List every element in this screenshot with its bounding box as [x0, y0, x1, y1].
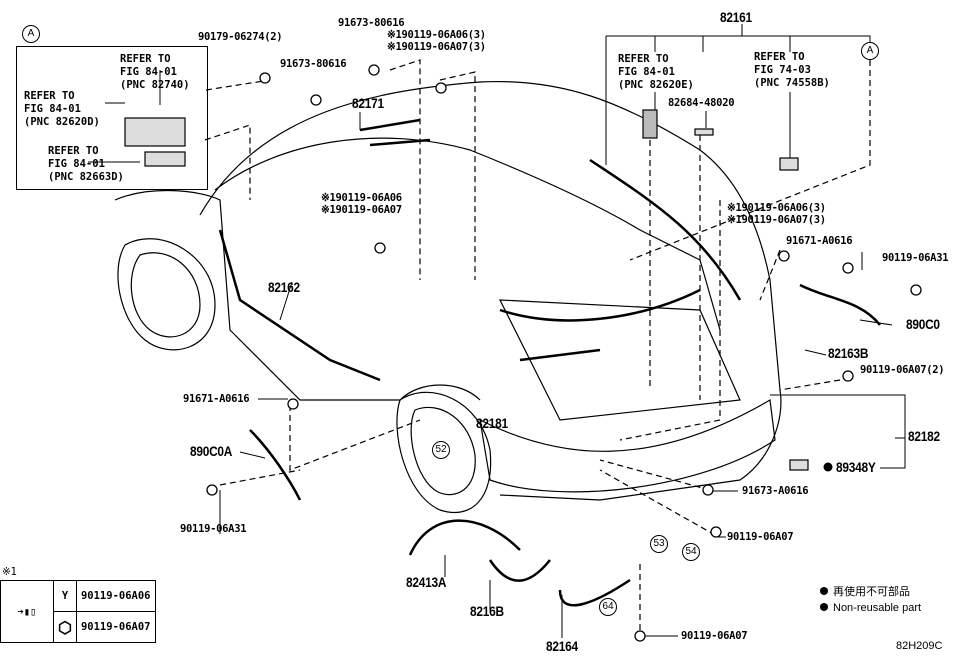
y-hex-icon: Y — [53, 580, 77, 612]
bolt-icon — [259, 72, 271, 84]
harness-82164 — [558, 578, 631, 607]
hex-icon: ⬡ — [53, 611, 77, 643]
part-91673-80616-mid: 91673-80616 — [280, 58, 347, 70]
part-91671-a0616-right: 91671-A0616 — [786, 235, 853, 247]
callout-54: 54 — [682, 543, 700, 561]
part-sym-right-a: ※190119-06A06(3) — [727, 202, 826, 214]
callout-53: 53 — [650, 535, 668, 553]
nonreusable-dot — [823, 462, 833, 472]
car-rear-window — [214, 137, 721, 331]
part-90179-06274: 90179-06274(2) — [198, 31, 283, 43]
rear-bumper — [479, 399, 776, 493]
harness-890c0a — [249, 429, 302, 501]
part-890c0a: 890C0A — [190, 443, 233, 459]
ref-82740: REFER TO FIG 84-01 (PNC 82740) — [120, 53, 190, 91]
harness-8216b — [488, 559, 551, 582]
part-sym-mid-b: ※190119-06A07 — [321, 204, 402, 216]
symbol-table: ➔▮▯ Y 90119-06A06 ⬡ 90119-06A07 — [0, 580, 156, 643]
callout-a-left: A — [22, 25, 40, 43]
callout-52: 52 — [432, 441, 450, 459]
part-90119-06a31-right: 90119-06A31 — [882, 252, 949, 264]
part-82171: 82171 — [352, 95, 384, 111]
legend-jp-text: 再使用不可部品 — [833, 586, 910, 598]
part-sym-right-b: ※190119-06A07(3) — [727, 214, 826, 226]
diagram-id: 82H209C — [896, 640, 943, 652]
part-82164: 82164 — [546, 638, 578, 654]
dot-icon — [820, 603, 828, 611]
part-82161: 82161 — [720, 9, 752, 25]
part-sym-mid-a: ※190119-06A06 — [321, 192, 402, 204]
part-82413a: 82413A — [406, 574, 447, 590]
harness-82161 — [589, 158, 742, 301]
harness-82413a — [408, 519, 521, 556]
ecu-82740 — [124, 117, 186, 147]
part-91671-a0616-left: 91671-A0616 — [183, 393, 250, 405]
dot-icon — [820, 587, 828, 595]
ref-82620d: REFER TO FIG 84-01 (PNC 82620D) — [24, 90, 100, 128]
part-90119-06a07-2: 90119-06A07(2) — [860, 364, 945, 376]
part-82182: 82182 — [908, 428, 940, 444]
legend-jp: 再使用不可部品 — [820, 586, 910, 599]
tailgate — [499, 299, 741, 421]
symbol-row-2: 90119-06A07 — [75, 611, 156, 643]
legend-en: Non-reusable part — [820, 602, 921, 615]
part-82684-48020: 82684-48020 — [668, 97, 735, 109]
part-890c0: 890C0 — [906, 316, 940, 332]
harness-82162 — [218, 229, 381, 382]
part-90119-06a07-mid: 90119-06A07 — [727, 531, 794, 543]
legend-en-text: Non-reusable part — [833, 602, 922, 614]
part-90119-06a07-bottom: 90119-06A07 — [681, 630, 748, 642]
part-82181: 82181 — [476, 415, 508, 431]
part-82162: 82162 — [268, 279, 300, 295]
car-side — [114, 189, 481, 401]
ref-74558b: REFER TO FIG 74-03 (PNC 74558B) — [754, 51, 830, 89]
symbol-table-title: ※1 — [2, 566, 17, 578]
inset-a-box — [16, 46, 208, 190]
part-82163b: 82163B — [828, 345, 869, 361]
symbol-row-1: 90119-06A06 — [75, 580, 156, 612]
part-sym-top-b: ※190119-06A07(3) — [387, 41, 486, 53]
callout-64: 64 — [599, 598, 617, 616]
part-89348y: 89348Y — [836, 459, 876, 475]
ref-82620e: REFER TO FIG 84-01 (PNC 82620E) — [618, 53, 694, 91]
part-90119-06a31-left: 90119-06A31 — [180, 523, 247, 535]
ref-82663d: REFER TO FIG 84-01 (PNC 82663D) — [48, 145, 124, 183]
flange-bolt-icon: ➔▮▯ — [0, 580, 54, 643]
callout-a-right: A — [861, 42, 879, 60]
part-sym-top-a: ※190119-06A06(3) — [387, 29, 486, 41]
harness-890c0 — [799, 283, 881, 326]
rear-wheel — [396, 391, 492, 514]
part-91673-a0616: 91673-A0616 — [742, 485, 809, 497]
part-91673-80616-top: 91673-80616 — [338, 17, 405, 29]
part-8216b: 8216B — [470, 603, 504, 619]
front-wheel — [117, 238, 216, 351]
